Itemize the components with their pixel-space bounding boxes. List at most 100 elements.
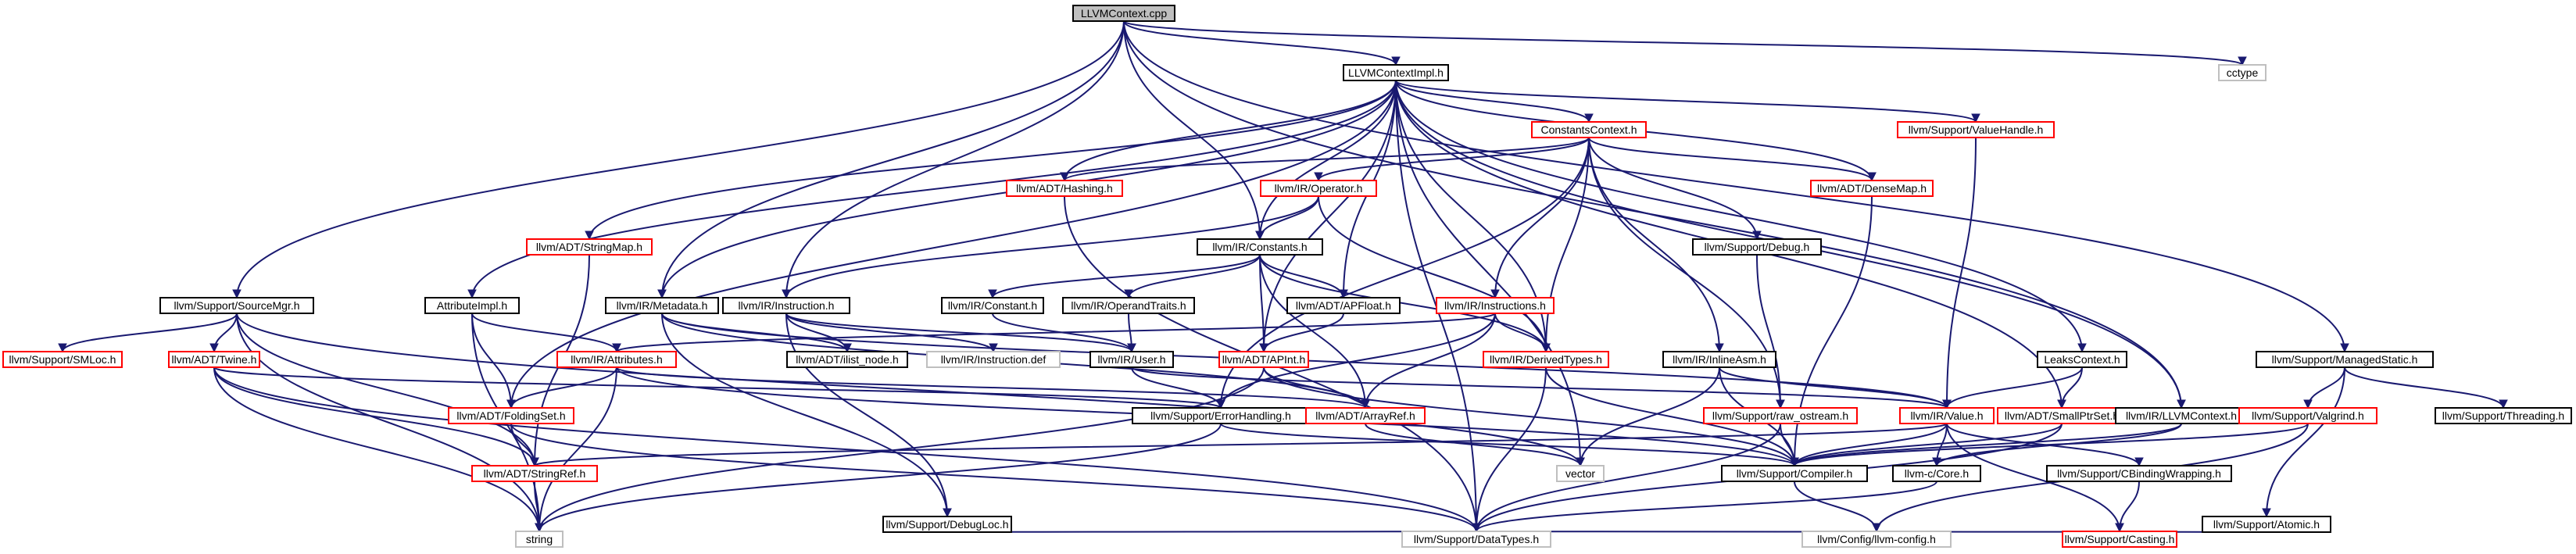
node-stringref[interactable]: llvm/ADT/StringRef.h — [471, 465, 598, 482]
node-cbinding[interactable]: llvm/Support/CBindingWrapping.h — [2046, 465, 2232, 482]
node-box-hashing — [1006, 180, 1123, 197]
node-apint[interactable]: llvm/ADT/APInt.h — [1218, 351, 1309, 368]
node-llvmconfig[interactable]: llvm/Config/llvm-config.h — [1801, 531, 1952, 548]
node-stringmap[interactable]: llvm/ADT/StringMap.h — [526, 238, 653, 256]
node-box-threading — [2435, 407, 2572, 424]
arrowhead-constantsctx-to-densemap — [1867, 172, 1877, 182]
node-valuehandle[interactable]: llvm/Support/ValueHandle.h — [1897, 121, 2055, 138]
node-debugloc[interactable]: llvm/Support/DebugLoc.h — [882, 516, 1012, 533]
arrowhead-impl-to-constantsctx — [1584, 113, 1594, 123]
edge-errhandling-to-string — [538, 423, 1222, 532]
arrowhead-apint-to-arrayref — [1361, 399, 1370, 409]
arrowhead-root-to-impl — [1391, 56, 1401, 66]
arrowhead-managedstatic-to-threading — [2499, 399, 2508, 409]
edge-attributes-to-arrayref — [616, 366, 1366, 409]
node-box-instructions — [1436, 297, 1555, 314]
node-box-rawostream — [1703, 407, 1858, 424]
edge-derived-to-compiler — [1545, 366, 1795, 466]
node-atomic[interactable]: llvm/Support/Atomic.h — [2202, 516, 2331, 533]
node-leaks[interactable]: LeaksContext.h — [2037, 351, 2127, 368]
node-impl[interactable]: LLVMContextImpl.h — [1343, 64, 1449, 81]
node-box-constants — [1197, 238, 1323, 256]
edge-value-to-stringref — [534, 423, 1948, 466]
node-label-root: LLVMContext.cpp — [1081, 7, 1167, 20]
edge-instruction-to-user — [785, 313, 1132, 352]
node-folding[interactable]: llvm/ADT/FoldingSet.h — [448, 407, 574, 424]
edge-errhandling-to-compiler — [1220, 423, 1795, 466]
edge-impl-to-hashing — [1064, 80, 1397, 181]
node-box-casting — [2062, 531, 2177, 548]
node-label-constantsctx: ConstantsContext.h — [1541, 123, 1637, 136]
node-hashing[interactable]: llvm/ADT/Hashing.h — [1006, 180, 1123, 197]
edge-compiler-to-llvmconfig — [1794, 481, 1877, 532]
edge-inlineasm-to-vector — [1580, 366, 1720, 466]
node-srcmgr[interactable]: llvm/Support/SourceMgr.h — [159, 297, 314, 314]
arrowhead-root-to-cctype — [2238, 56, 2247, 66]
edge-constantsctx-to-densemap — [1588, 137, 1873, 181]
node-box-attrimpl — [424, 297, 520, 314]
arrowhead-constantsctx-to-instructions — [1490, 289, 1500, 299]
node-cctype[interactable]: cctype — [2218, 64, 2267, 81]
node-box-user — [1089, 351, 1174, 368]
node-value[interactable]: llvm/IR/Value.h — [1899, 407, 1995, 424]
node-label-instdef: llvm/IR/Instruction.def — [941, 353, 1046, 366]
node-instructions[interactable]: llvm/IR/Instructions.h — [1436, 297, 1555, 314]
node-instdef[interactable]: llvm/IR/Instruction.def — [926, 351, 1061, 368]
node-inlineasm[interactable]: llvm/IR/InlineAsm.h — [1662, 351, 1776, 368]
node-attributes[interactable]: llvm/IR/Attributes.h — [556, 351, 677, 368]
node-twine[interactable]: llvm/ADT/Twine.h — [168, 351, 260, 368]
node-arrayref[interactable]: llvm/ADT/ArrayRef.h — [1305, 407, 1426, 424]
node-casting[interactable]: llvm/Support/Casting.h — [2062, 531, 2177, 548]
arrowhead-constants-to-optraits — [1124, 289, 1133, 299]
node-datatypes[interactable]: llvm/Support/DataTypes.h — [1401, 531, 1551, 548]
node-densemap[interactable]: llvm/ADT/DenseMap.h — [1810, 180, 1934, 197]
node-debug[interactable]: llvm/Support/Debug.h — [1692, 238, 1822, 256]
edge-constants-to-arrayref — [1259, 254, 1366, 409]
node-label-apint: llvm/ADT/APInt.h — [1222, 353, 1306, 366]
node-instruction[interactable]: llvm/IR/Instruction.h — [722, 297, 850, 314]
edge-debug-to-rawostream — [1756, 254, 1781, 409]
node-attrimpl[interactable]: AttributeImpl.h — [424, 297, 520, 314]
node-optraits[interactable]: llvm/IR/OperandTraits.h — [1062, 297, 1195, 314]
node-user[interactable]: llvm/IR/User.h — [1089, 351, 1174, 368]
arrowhead-compiler-to-llvmconfig — [1872, 523, 1881, 533]
node-string[interactable]: string — [515, 531, 564, 548]
node-errhandling[interactable]: llvm/Support/ErrorHandling.h — [1132, 407, 1310, 424]
node-metadata[interactable]: llvm/IR/Metadata.h — [605, 297, 719, 314]
edge-apint-to-arrayref — [1263, 366, 1366, 409]
node-ilistnode[interactable]: llvm/ADT/ilist_node.h — [786, 351, 908, 368]
edge-root-to-instruction — [785, 20, 1125, 298]
node-root[interactable]: LLVMContext.cpp — [1072, 5, 1175, 22]
edge-impl-to-stringmap — [589, 80, 1397, 240]
arrowhead-value-to-stringref — [530, 457, 539, 467]
node-apfloat[interactable]: llvm/ADT/APFloat.h — [1286, 297, 1401, 314]
node-label-folding: llvm/ADT/FoldingSet.h — [456, 409, 565, 422]
node-smloc[interactable]: llvm/Support/SMLoc.h — [2, 351, 123, 368]
edge-impl-to-leaks — [1395, 80, 2083, 352]
node-smallptrset[interactable]: llvm/ADT/SmallPtrSet.h — [1997, 407, 2127, 424]
node-vector[interactable]: vector — [1556, 465, 1605, 482]
node-label-value: llvm/IR/Value.h — [1910, 409, 1983, 422]
node-operator[interactable]: llvm/IR/Operator.h — [1260, 180, 1377, 197]
node-label-compiler: llvm/Support/Compiler.h — [1737, 467, 1853, 480]
node-box-constantsctx — [1531, 121, 1647, 138]
node-label-twine: llvm/ADT/Twine.h — [172, 353, 257, 366]
node-constant[interactable]: llvm/IR/Constant.h — [941, 297, 1044, 314]
edge-operator-to-derived — [1318, 195, 1547, 352]
node-constants[interactable]: llvm/IR/Constants.h — [1197, 238, 1323, 256]
node-llvmcontext[interactable]: llvm/IR/LLVMContext.h — [2115, 407, 2248, 424]
node-constantsctx[interactable]: ConstantsContext.h — [1531, 121, 1647, 138]
edge-root-to-impl — [1123, 20, 1397, 66]
node-threading[interactable]: llvm/Support/Threading.h — [2435, 407, 2572, 424]
node-ccore[interactable]: llvm-c/Core.h — [1892, 465, 1981, 482]
node-label-attrimpl: AttributeImpl.h — [437, 299, 507, 312]
node-label-srcmgr: llvm/Support/SourceMgr.h — [174, 299, 299, 312]
node-label-errhandling: llvm/Support/ErrorHandling.h — [1150, 409, 1291, 422]
node-compiler[interactable]: llvm/Support/Compiler.h — [1721, 465, 1868, 482]
node-managedstatic[interactable]: llvm/Support/ManagedStatic.h — [2256, 351, 2434, 368]
node-valgrind[interactable]: llvm/Support/Valgrind.h — [2238, 407, 2377, 424]
node-rawostream[interactable]: llvm/Support/raw_ostream.h — [1703, 407, 1858, 424]
arrowhead-stringref-to-string — [535, 523, 544, 533]
node-derived[interactable]: llvm/IR/DerivedTypes.h — [1483, 351, 1609, 368]
edge-constantsctx-to-hashing — [1064, 137, 1590, 181]
